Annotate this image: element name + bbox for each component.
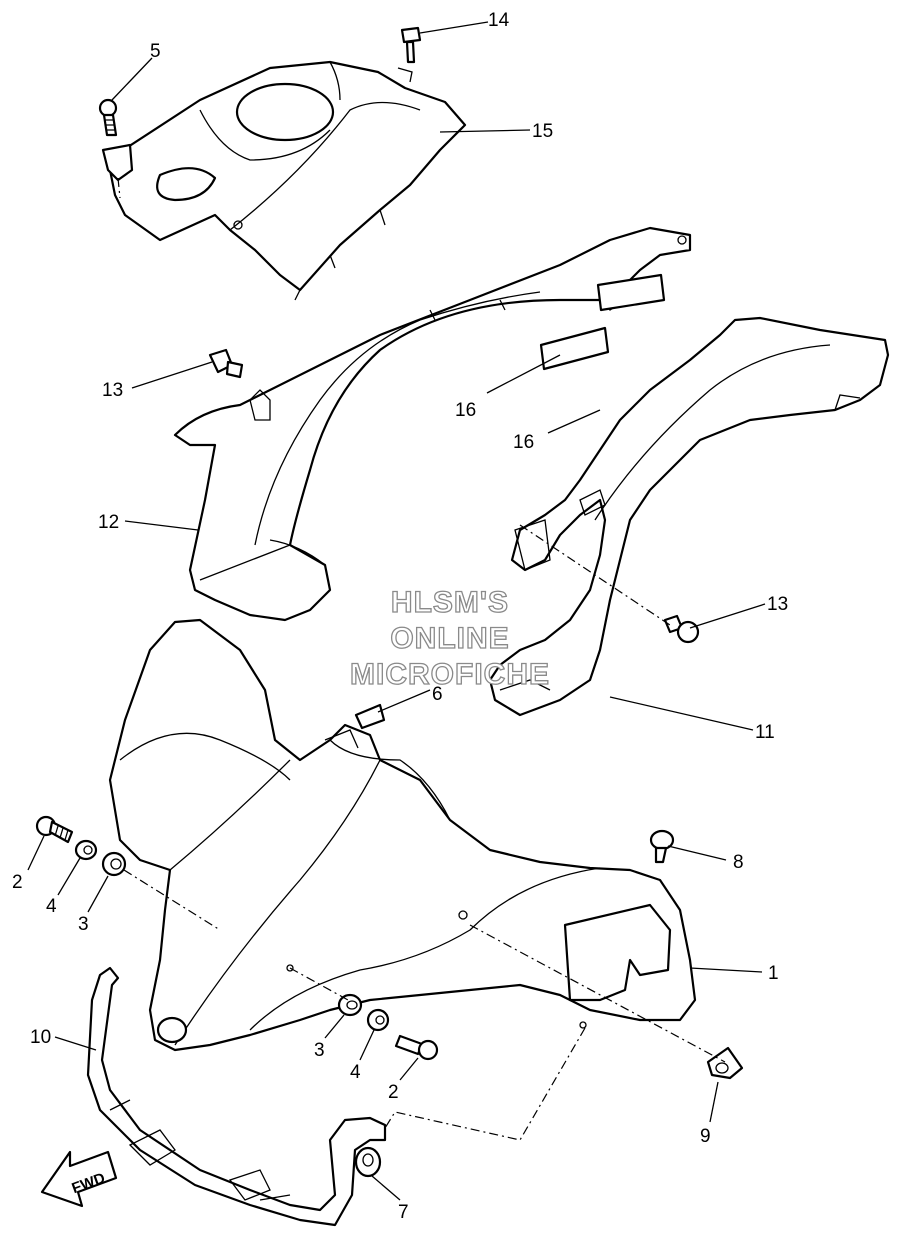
part-16-emblems [539, 273, 666, 371]
fastener-13b-bolt [663, 614, 700, 644]
fastener-5-bolt [98, 98, 134, 182]
callout-5: 5 [150, 41, 161, 62]
callout-3-left: 3 [78, 914, 89, 935]
callouts: 14 15 5 13 16 16 12 13 11 6 8 2 4 3 1 10… [12, 10, 788, 1223]
fastener-2b-bolt [394, 1034, 439, 1061]
callout-7: 7 [398, 1202, 409, 1223]
part-15-tank-cover [106, 60, 467, 301]
fastener-3b-grommet [337, 993, 363, 1017]
fastener-13a-bolt [208, 348, 244, 379]
callout-10: 10 [30, 1027, 51, 1048]
callout-16-lower: 16 [513, 432, 534, 453]
fastener-14-pin [397, 26, 422, 83]
part-11-side-cover-right [488, 316, 890, 717]
callout-2-right: 2 [388, 1082, 399, 1103]
callout-13-upper: 13 [102, 380, 123, 401]
callout-13-lower: 13 [767, 594, 788, 615]
fastener-3a-grommet [101, 851, 127, 877]
callout-14: 14 [488, 10, 510, 31]
fastener-2a-bolt [35, 815, 74, 844]
callout-2-left: 2 [12, 872, 23, 893]
callout-11: 11 [755, 722, 775, 743]
fastener-9-nut [706, 1046, 744, 1080]
callout-12: 12 [98, 512, 119, 533]
fastener-4b-collar [366, 1008, 390, 1032]
fastener-8-screw [649, 829, 675, 864]
fastener-4a-collar [74, 839, 98, 861]
fwd-arrow-icon: FWD [40, 1150, 118, 1208]
callout-8: 8 [733, 852, 744, 873]
part-10-bracket [86, 966, 387, 1227]
callout-1: 1 [768, 963, 779, 984]
leader-lines [27, 21, 766, 1201]
watermark: HLSM'S ONLINE MICROFICHE [349, 585, 550, 691]
fastener-7-grommet [354, 1146, 382, 1178]
part-1-front-fender [108, 618, 697, 1052]
assembly-lines [117, 177, 726, 1141]
callout-3-right: 3 [314, 1040, 325, 1061]
part-12-side-cover-left [173, 226, 692, 622]
callout-6: 6 [432, 684, 443, 705]
callout-4-right: 4 [350, 1062, 361, 1083]
fastener-6-clip [354, 703, 386, 730]
callout-4-left: 4 [46, 896, 57, 917]
callout-9: 9 [700, 1126, 711, 1147]
callout-16-upper: 16 [455, 400, 476, 421]
watermark-line-3: MICROFICHE [350, 658, 550, 691]
callout-15: 15 [532, 121, 553, 142]
watermark-line-1: HLSM'S [391, 586, 509, 619]
watermark-line-2: ONLINE [390, 622, 509, 655]
